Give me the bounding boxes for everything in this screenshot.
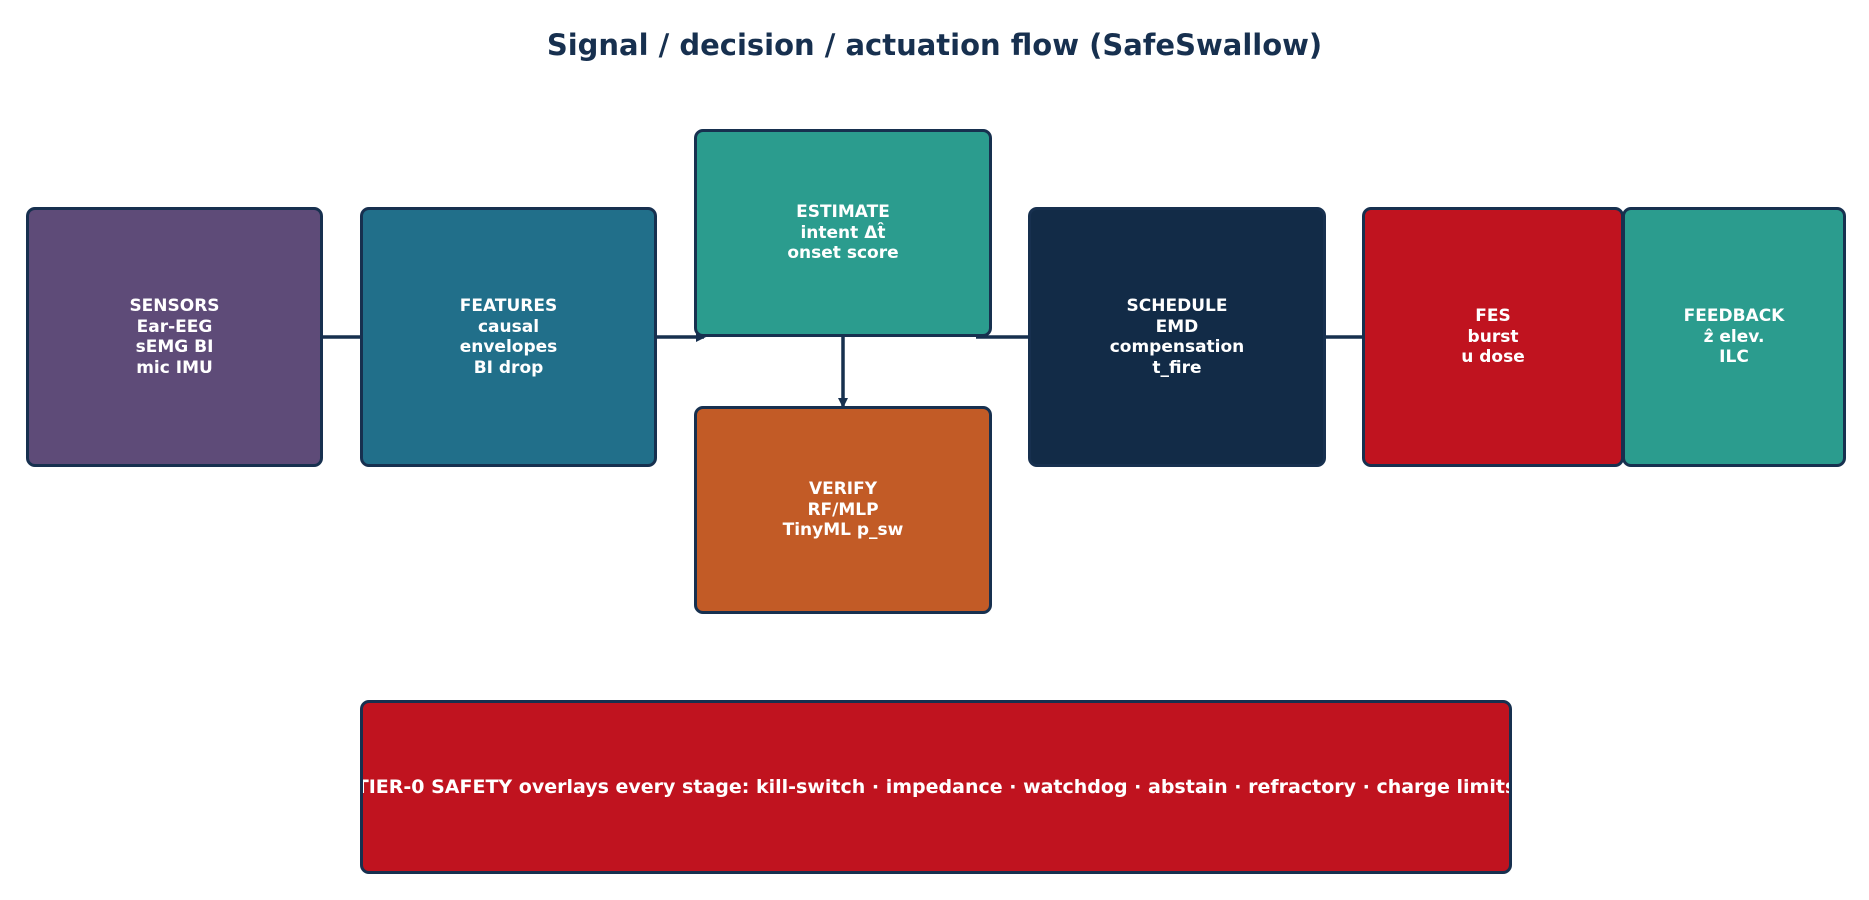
sensors-line-2: sEMG BI (135, 337, 214, 357)
features-line-2: envelopes (459, 337, 558, 357)
sensors-line-0: SENSORS (129, 296, 220, 316)
verify-line-0: VERIFY (808, 479, 878, 500)
verify-line-1: RF/MLP (807, 499, 879, 520)
safety-overlay-bar: TIER-0 SAFETY overlays every stage: kill… (360, 700, 1512, 874)
features-line-1: causal (477, 316, 540, 337)
estimate-line-1: intent Δt̂ (800, 222, 886, 243)
feedback-line-2: ILC (1719, 347, 1749, 368)
schedule-line-1: EMD (1155, 316, 1199, 337)
schedule-line-0: SCHEDULE (1126, 296, 1228, 316)
features-line-0: FEATURES (459, 296, 558, 316)
sensors-line-1: Ear-EEG (136, 316, 213, 337)
diagram-title: Signal / decision / actuation flow (Safe… (546, 28, 1323, 62)
schedule-line-2: compensation (1109, 337, 1245, 357)
safety-overlay-text: TIER-0 SAFETY overlays every stage: kill… (360, 775, 1512, 798)
verify-line-2: TinyML p_sw (782, 520, 904, 541)
fes-line-2: u dose (1461, 347, 1525, 368)
schedule-line-3: t_fire (1152, 357, 1202, 378)
fes-line-0: FES (1475, 306, 1511, 327)
feedback-line-1: ẑ elev. (1703, 326, 1765, 347)
feedback-line-0: FEEDBACK (1683, 306, 1785, 327)
estimate-line-0: ESTIMATE (796, 202, 890, 223)
fes-line-1: burst (1467, 326, 1519, 347)
features-line-3: BI drop (473, 357, 544, 378)
sensors-line-3: mic IMU (136, 357, 213, 378)
estimate-line-2: onset score (787, 243, 899, 264)
